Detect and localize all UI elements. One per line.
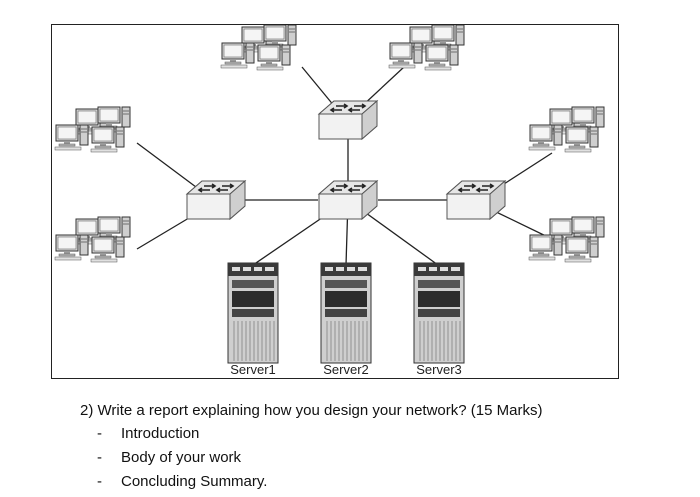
link-top-left-group xyxy=(301,66,336,108)
workstation-group-icon xyxy=(389,25,464,70)
workstation-group-icon xyxy=(529,107,604,152)
network-switch-icon xyxy=(318,100,378,140)
workstation-group-icon xyxy=(55,107,130,152)
network-diagram: Server1 Server2 Server3 xyxy=(51,24,619,379)
network-switch-icon xyxy=(446,180,506,220)
workstation-group-icon xyxy=(221,25,296,70)
server-label: Server2 xyxy=(323,362,369,377)
network-links xyxy=(136,66,553,266)
server-label: Server3 xyxy=(416,362,462,377)
network-switch-icon xyxy=(186,180,246,220)
network-diagram-canvas xyxy=(52,25,620,364)
bullet-dash: - xyxy=(97,425,102,442)
list-item: - Concluding Summary. xyxy=(97,473,267,490)
list-item-text: Introduction xyxy=(121,425,200,442)
server-tower-icon xyxy=(227,262,279,364)
list-item: - Body of your work xyxy=(97,449,241,466)
workstation-group-icon xyxy=(55,217,130,262)
server-tower-icon xyxy=(413,262,465,364)
bullet-dash: - xyxy=(97,473,102,490)
link-top-right-group xyxy=(360,66,405,108)
list-item-text: Body of your work xyxy=(121,449,242,466)
network-switch-icon xyxy=(318,180,378,220)
workstation-group-icon xyxy=(529,217,604,262)
bullet-dash: - xyxy=(97,449,102,466)
question-text: 2) Write a report explaining how you des… xyxy=(80,402,543,419)
server-label: Server1 xyxy=(230,362,276,377)
list-item-text: Concluding Summary. xyxy=(121,473,268,490)
list-item: - Introduction xyxy=(97,425,199,442)
link-left-upper-group xyxy=(136,142,205,194)
server-tower-icon xyxy=(320,262,372,364)
link-right-lower-group xyxy=(489,208,553,240)
